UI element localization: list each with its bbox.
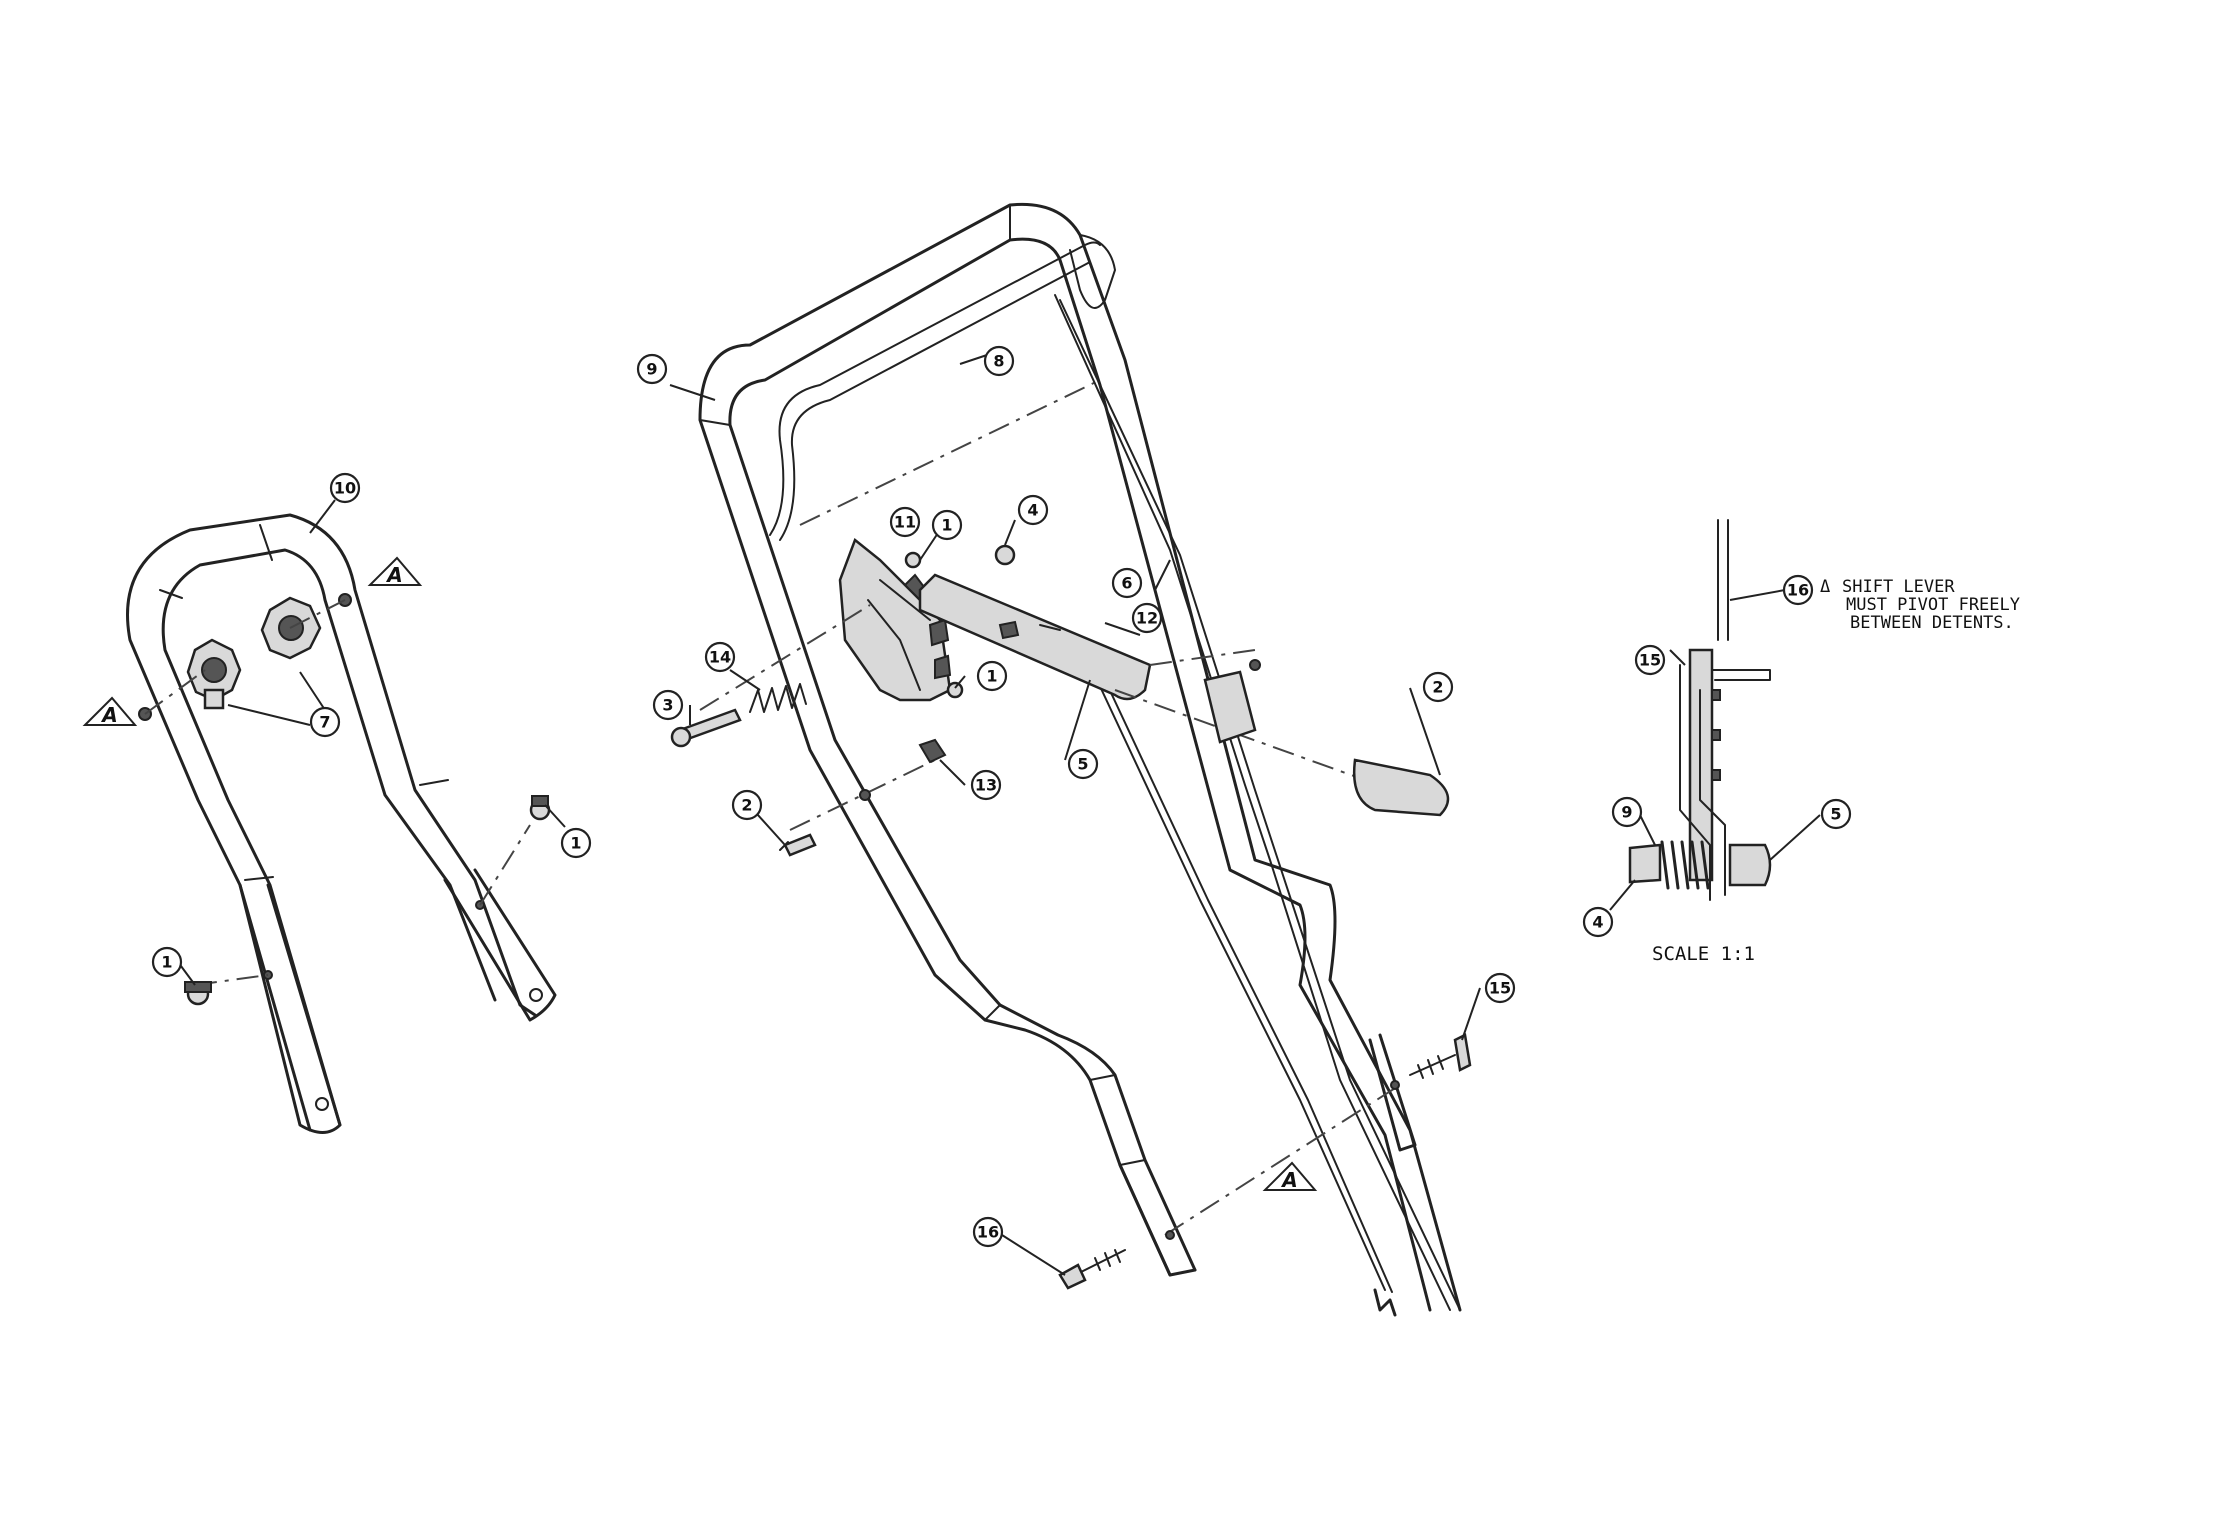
callout-9: 14	[704, 641, 736, 673]
control-bail	[769, 241, 1101, 536]
upper-handle-tube	[698, 202, 1462, 1312]
callout-12: 8	[983, 345, 1015, 377]
note-line-2: MUST PIVOT FREELY	[1846, 595, 2020, 615]
note-symbol: Δ	[1820, 577, 1830, 597]
screw-plate-top	[904, 551, 922, 569]
svg-text:1: 1	[941, 516, 952, 535]
carriage-bolt-left	[1058, 1249, 1126, 1290]
leader-lines	[177, 353, 1481, 1276]
svg-text:1: 1	[570, 834, 581, 853]
svg-text:A: A	[1280, 1168, 1297, 1192]
svg-text:10: 10	[334, 479, 356, 498]
lower-handle-tube-inner	[161, 548, 497, 1127]
marker-a-center: A	[1262, 1161, 1318, 1192]
shift-lever	[918, 573, 1152, 701]
note-line-1: SHIFT LEVER	[1842, 577, 1955, 597]
callout-3: 2	[731, 789, 763, 821]
lower-handle-tube	[126, 513, 537, 1132]
callout-2-left: 16	[972, 1216, 1004, 1248]
lower-handle-assembly	[126, 513, 557, 1134]
carriage-bolt-right	[1409, 1033, 1472, 1079]
spring-9	[749, 683, 807, 713]
clip-7	[918, 738, 947, 764]
svg-text:11: 11	[894, 513, 916, 532]
nut-5	[994, 544, 1016, 566]
bolt-4	[670, 708, 742, 748]
callout-7: 13	[970, 769, 1002, 801]
marker-a-top: A	[367, 556, 423, 587]
callout-1-left-upper: 1	[560, 827, 592, 859]
detail-callout-15: 15	[1634, 644, 1666, 676]
svg-text:15: 15	[1639, 651, 1661, 670]
marker-a-left: A	[82, 696, 138, 727]
svg-text:4: 4	[1592, 913, 1603, 932]
screw-plate-bottom	[946, 681, 964, 699]
svg-text:2: 2	[741, 796, 752, 815]
pin-3	[779, 833, 817, 857]
callout-8: 7	[309, 706, 341, 738]
callout-1-left-lower: 1	[151, 946, 183, 978]
callout-5: 4	[1017, 494, 1049, 526]
detail-callout-16: 16	[1782, 574, 1814, 606]
callout-16: 12	[1131, 602, 1163, 634]
shift-plate	[838, 537, 952, 702]
callout-2-right: 15	[1484, 972, 1516, 1004]
upper-handle-tube-inner	[728, 237, 1432, 1312]
svg-text:9: 9	[1621, 803, 1632, 822]
svg-text:12: 12	[1136, 609, 1158, 628]
callout-14: 10	[329, 472, 361, 504]
svg-text:8: 8	[993, 352, 1004, 371]
svg-text:16: 16	[977, 1223, 999, 1242]
callout-1-plate-bottom: 1	[976, 660, 1008, 692]
screw-left-lower	[184, 981, 212, 1006]
svg-text:2: 2	[1432, 678, 1443, 697]
svg-text:4: 4	[1027, 501, 1038, 520]
svg-text:A: A	[385, 563, 402, 587]
svg-text:3: 3	[662, 696, 673, 715]
svg-text:5: 5	[1077, 755, 1088, 774]
callout-13: 9	[636, 353, 668, 385]
note-line-3: BETWEEN DETENTS.	[1850, 613, 2014, 633]
detail-callout-4: 4	[1582, 906, 1614, 938]
detail-callout-5: 5	[1820, 798, 1852, 830]
callout-1-plate-top: 1	[931, 509, 963, 541]
callout-10: 6	[1111, 567, 1143, 599]
knob-left	[186, 638, 242, 710]
svg-text:13: 13	[975, 776, 997, 795]
svg-text:5: 5	[1830, 805, 1841, 824]
svg-text:14: 14	[709, 648, 731, 667]
cable-11	[1089, 664, 1386, 1291]
svg-text:1: 1	[986, 667, 997, 686]
callout-15: 11	[889, 506, 921, 538]
callout-11: 5	[1067, 748, 1099, 780]
svg-text:1: 1	[161, 953, 172, 972]
scale-label: SCALE 1:1	[1652, 943, 1755, 965]
detail-view	[1609, 519, 1821, 911]
svg-text:A: A	[100, 703, 117, 727]
svg-text:7: 7	[319, 713, 330, 732]
callout-4: 3	[652, 689, 684, 721]
callout-6: 2	[1422, 671, 1454, 703]
detail-callout-9: 9	[1611, 796, 1643, 828]
grip-6	[1352, 758, 1450, 817]
upper-handle-assembly	[670, 202, 1472, 1317]
cable-10	[1054, 294, 1451, 1311]
svg-text:16: 16	[1787, 581, 1809, 600]
svg-text:6: 6	[1121, 574, 1132, 593]
svg-text:15: 15	[1489, 979, 1511, 998]
svg-text:9: 9	[646, 360, 657, 379]
